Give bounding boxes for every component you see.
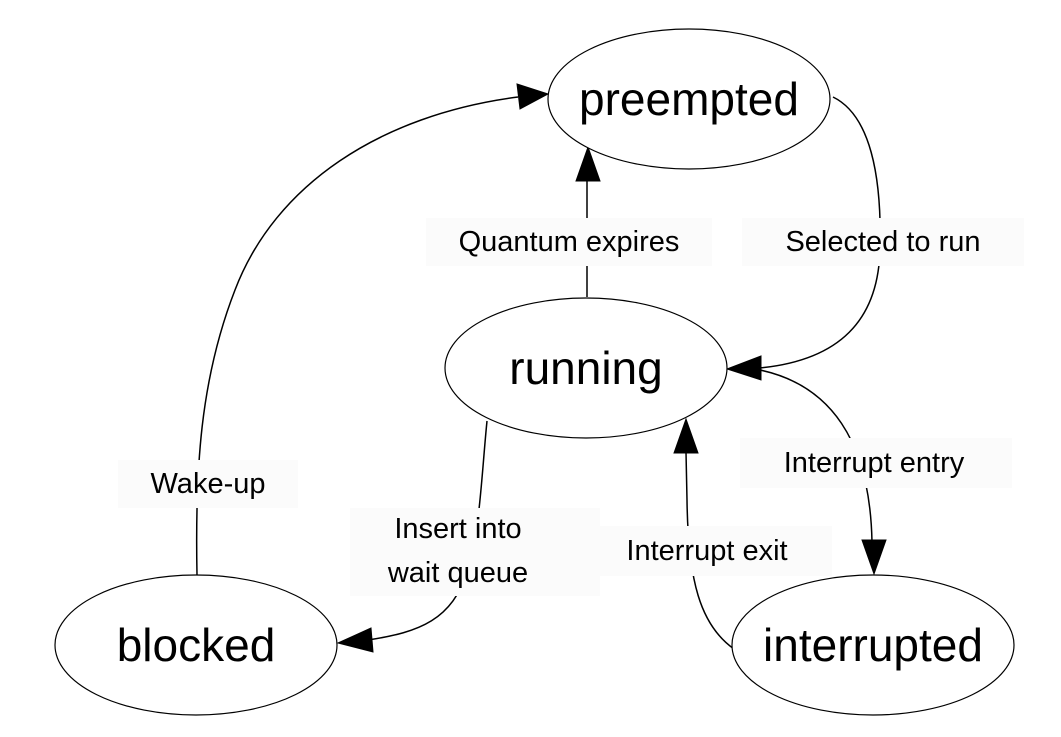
state-running: running: [444, 297, 728, 439]
svg-text:Quantum expires: Quantum expires: [459, 226, 680, 258]
arrowhead-interrupt-entry: [861, 539, 887, 576]
arrowhead-interrupt-exit: [673, 417, 699, 454]
state-blocked: blocked: [54, 574, 338, 716]
svg-text:Wake-up: Wake-up: [151, 468, 266, 500]
label-interrupt-exit: Interrupt exit: [590, 526, 832, 576]
svg-text:Interrupt exit: Interrupt exit: [626, 535, 787, 567]
edge-interrupt-entry: [759, 369, 873, 543]
svg-text:preempted: preempted: [579, 73, 799, 125]
svg-text:wait queue: wait queue: [387, 557, 528, 589]
edge-interrupt-exit: [685, 451, 735, 650]
label-selected-to-run: Selected to run: [742, 218, 1024, 266]
svg-text:Selected to run: Selected to run: [785, 226, 980, 258]
label-insert-wait-queue: Insert into wait queue: [350, 508, 600, 596]
arrowhead-insert-wait-queue: [336, 627, 374, 653]
svg-text:running: running: [509, 342, 662, 394]
arrowhead-wake-up: [516, 83, 550, 110]
arrowhead-quantum-expires: [575, 145, 601, 182]
label-interrupt-entry: Interrupt entry: [740, 438, 1012, 488]
label-wake-up: Wake-up: [118, 460, 298, 508]
state-preempted: preempted: [547, 28, 831, 170]
svg-text:Interrupt entry: Interrupt entry: [784, 447, 965, 479]
svg-text:interrupted: interrupted: [763, 619, 983, 671]
label-quantum-expires: Quantum expires: [426, 218, 712, 266]
svg-text:blocked: blocked: [117, 619, 276, 671]
arrowhead-selected-to-run: [725, 355, 762, 381]
state-interrupted: interrupted: [731, 574, 1015, 716]
svg-text:Insert into: Insert into: [394, 513, 521, 545]
